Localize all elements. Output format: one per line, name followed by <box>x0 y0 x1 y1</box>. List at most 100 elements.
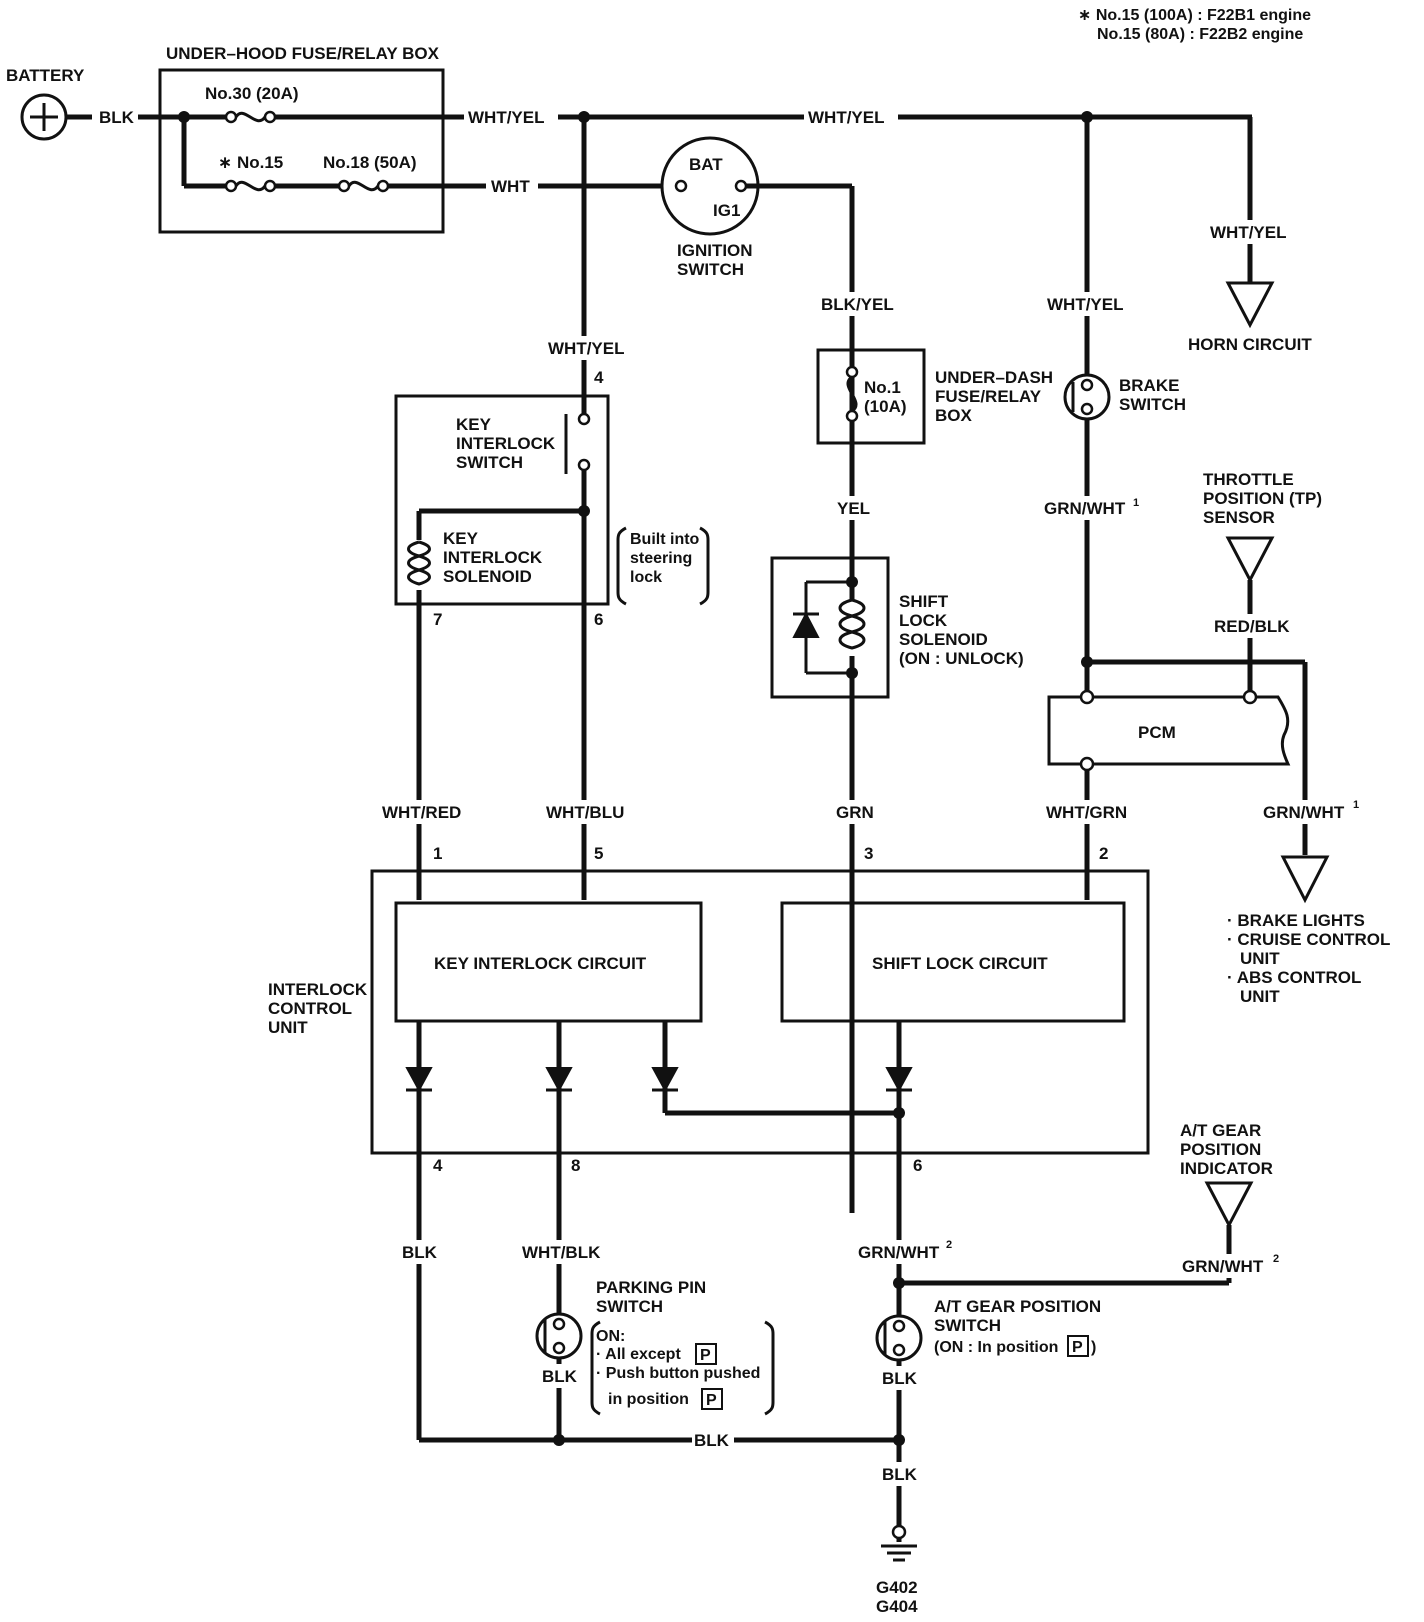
parking-pin-cond3: in position <box>608 1391 689 1408</box>
wire-label-wht: WHT <box>491 177 530 196</box>
horn-circuit-label: HORN CIRCUIT <box>1188 335 1312 354</box>
ground-symbol <box>881 1524 917 1562</box>
pin-6: 6 <box>913 1156 922 1175</box>
parking-pin-label2: SWITCH <box>596 1297 663 1316</box>
wire-label-blk-gear: BLK <box>882 1369 918 1388</box>
key-interlock-box <box>394 394 610 606</box>
horn-circuit-arrow <box>1225 281 1275 329</box>
parking-pin-switch-symbol <box>535 1312 583 1360</box>
wire-label-grn-wht-out: GRN/WHT <box>1263 803 1345 822</box>
wire-label-grn-wht-2-sup: 2 <box>946 1239 952 1251</box>
ignition-switch-label: IGNITION <box>677 241 753 260</box>
pin-key-6: 6 <box>594 610 603 629</box>
interlock-unit-label1: INTERLOCK <box>268 980 368 999</box>
brake-output-3: · ABS CONTROL <box>1227 968 1361 987</box>
parking-pin-label1: PARKING PIN <box>596 1278 706 1297</box>
interlock-unit-label3: UNIT <box>268 1018 308 1037</box>
ground-label1: G402 <box>876 1578 918 1597</box>
wire-label-wht-yel-2: WHT/YEL <box>808 108 885 127</box>
wire-label-yel: YEL <box>837 499 870 518</box>
underdash-box-label2: FUSE/RELAY <box>935 387 1042 406</box>
brake-switch-label2: SWITCH <box>1119 395 1186 414</box>
wire-label-wht-blu: WHT/BLU <box>546 803 624 822</box>
key-interlock-circuit <box>394 901 703 1023</box>
tp-sensor-label1: THROTTLE <box>1203 470 1294 489</box>
underdash-fuse-rating: (10A) <box>864 397 907 416</box>
brake-switch-symbol <box>1063 373 1111 421</box>
wire-label-blk-ground: BLK <box>882 1465 918 1484</box>
ignition-ig1-label: IG1 <box>713 201 740 220</box>
interlock-unit-label2: CONTROL <box>268 999 352 1018</box>
wire-label-wht-yel-1: WHT/YEL <box>468 108 545 127</box>
pin-3: 3 <box>864 844 873 863</box>
wire-label-wht-red: WHT/RED <box>382 803 461 822</box>
steering-lock-note2: steering <box>630 550 692 567</box>
fuse30-label: No.30 (20A) <box>205 84 299 103</box>
shift-lock-circuit <box>780 901 1126 1023</box>
pin-1: 1 <box>433 844 442 863</box>
steering-lock-note3: lock <box>630 569 662 586</box>
wire-label-grn-wht-out-sup: 1 <box>1353 799 1359 811</box>
fuse30-symbol <box>224 110 277 124</box>
diode-shift <box>885 1067 913 1093</box>
parking-pin-p2: P <box>706 1392 717 1409</box>
parking-pin-on: ON: <box>596 1328 625 1345</box>
ignition-switch-symbol <box>660 136 760 236</box>
interlock-control-unit <box>370 869 1150 1155</box>
wire-label-blk-parking: BLK <box>542 1367 578 1386</box>
parking-pin-cond1: · All except <box>596 1346 681 1363</box>
brake-output-2: · CRUISE CONTROL <box>1227 930 1390 949</box>
diode-key-2 <box>545 1067 573 1093</box>
brake-switch-label1: BRAKE <box>1119 376 1179 395</box>
brake-output-2b: UNIT <box>1240 949 1280 968</box>
gear-indicator-label2: POSITION <box>1180 1140 1261 1159</box>
shift-lock-label2: LOCK <box>899 611 948 630</box>
fuse15-symbol <box>224 179 277 193</box>
brake-output-1: · BRAKE LIGHTS <box>1227 911 1365 930</box>
key-interlock-circuit-label: KEY INTERLOCK CIRCUIT <box>434 954 647 973</box>
tp-sensor-arrow <box>1225 536 1275 584</box>
underdash-fuse-label: No.1 <box>864 378 901 397</box>
wire-label-grn-wht-1-sup: 1 <box>1133 497 1139 509</box>
wire-label-wht-yel-4: WHT/YEL <box>1047 295 1124 314</box>
key-interlock-solenoid-label3: SOLENOID <box>443 567 532 586</box>
key-interlock-switch-label2: INTERLOCK <box>456 434 556 453</box>
tp-sensor-label3: SENSOR <box>1203 508 1275 527</box>
fuse18-symbol <box>337 179 390 193</box>
gear-position-p: P <box>1072 1339 1083 1356</box>
wire-label-wht-yel-3: WHT/YEL <box>548 339 625 358</box>
parking-pin-cond2: · Push button pushed <box>596 1365 760 1382</box>
shift-lock-diode <box>792 611 820 638</box>
key-interlock-switch-label1: KEY <box>456 415 492 434</box>
parking-pin-p1: P <box>700 1347 711 1364</box>
gear-position-label2: SWITCH <box>934 1316 1001 1335</box>
gear-position-label1: A/T GEAR POSITION <box>934 1297 1101 1316</box>
wire-label-wht-blk: WHT/BLK <box>522 1243 601 1262</box>
pin-key-7: 7 <box>433 610 442 629</box>
gear-position-close: ) <box>1091 1339 1096 1356</box>
ignition-bat-label: BAT <box>689 155 723 174</box>
key-interlock-switch-label3: SWITCH <box>456 453 523 472</box>
pin-key-4: 4 <box>594 368 604 387</box>
gear-indicator-label3: INDICATOR <box>1180 1159 1273 1178</box>
ground-label2: G404 <box>876 1597 918 1616</box>
underdash-box-label3: BOX <box>935 406 973 425</box>
wire-label-grn-wht-2: GRN/WHT <box>858 1243 940 1262</box>
tp-sensor-label2: POSITION (TP) <box>1203 489 1322 508</box>
footnote-line1: ∗ No.15 (100A) : F22B1 engine <box>1078 7 1311 24</box>
shift-lock-label3: SOLENOID <box>899 630 988 649</box>
wire-label-blk-yel: BLK/YEL <box>821 295 894 314</box>
ignition-switch-label2: SWITCH <box>677 260 744 279</box>
key-interlock-solenoid-label1: KEY <box>443 529 479 548</box>
pcm-box <box>1047 695 1291 766</box>
wire-label-wht-grn: WHT/GRN <box>1046 803 1127 822</box>
pin-8: 8 <box>571 1156 580 1175</box>
battery-symbol <box>20 93 68 141</box>
battery-label: BATTERY <box>6 66 85 85</box>
fuse15-label: ∗ No.15 <box>218 153 283 172</box>
wire-label-blk-bus: BLK <box>694 1431 730 1450</box>
gear-indicator-arrow <box>1204 1181 1254 1229</box>
shift-lock-circuit-label: SHIFT LOCK CIRCUIT <box>872 954 1048 973</box>
wire-label-wht-yel-horn: WHT/YEL <box>1210 223 1287 242</box>
